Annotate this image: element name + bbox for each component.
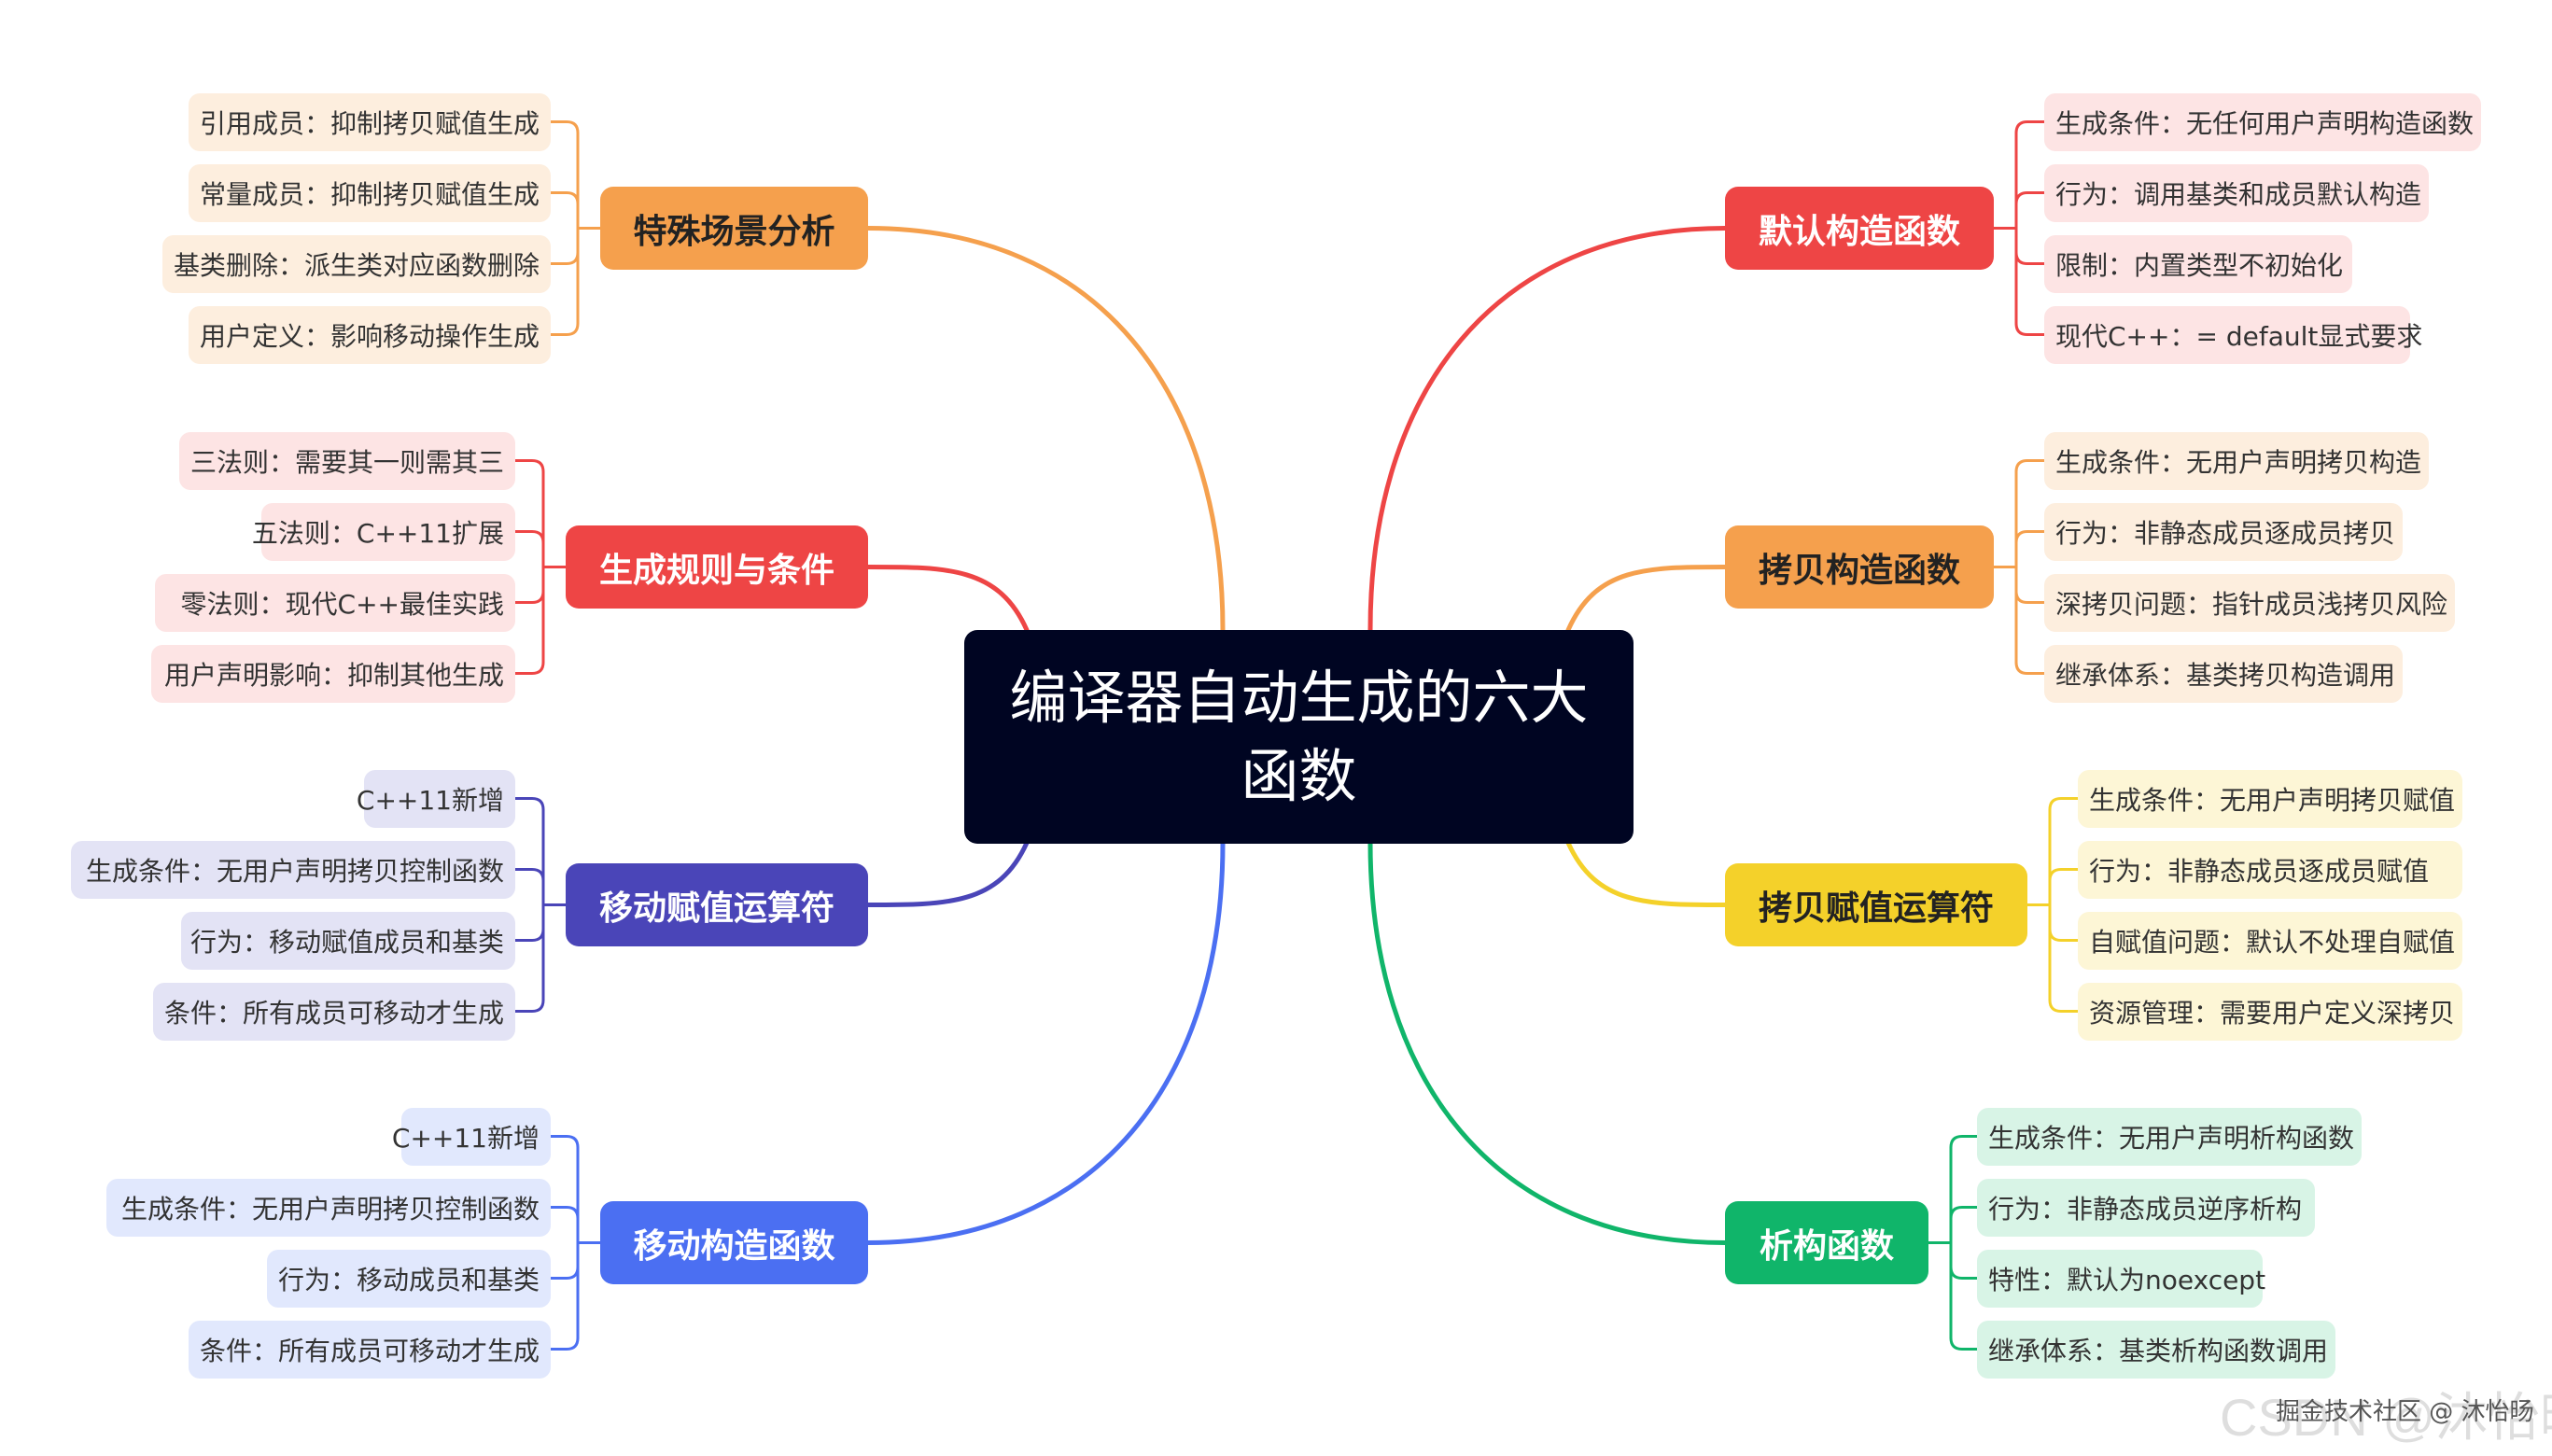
branch-b4[interactable]: 特殊场景分析 (600, 187, 868, 270)
leaf-link-b4-3 (549, 322, 580, 336)
leaf-b6-0[interactable]: C++11新增 (357, 769, 515, 828)
curve-b5 (865, 565, 1030, 633)
leaf-b7-3[interactable]: 条件：所有成员可移动才生成 (189, 1320, 551, 1379)
leaf-link-b0-1 (2014, 191, 2046, 205)
leaf-link-b2-2 (2048, 928, 2080, 942)
leaf-b6-1[interactable]: 生成条件：无用户声明拷贝控制函数 (71, 840, 515, 899)
leaf-link-b2-1 (2048, 868, 2080, 882)
leaf-b1-2[interactable]: 深拷贝问题：指针成员浅拷贝风险 (2044, 573, 2455, 632)
branch-b5[interactable]: 生成规则与条件 (566, 525, 868, 609)
leaf-link-b1-1 (2014, 530, 2046, 544)
leaf-link-b4-1 (549, 191, 580, 205)
leaf-b1-1[interactable]: 行为：非静态成员逐成员拷贝 (2044, 502, 2403, 561)
leaf-link-b3-0 (1949, 1135, 1979, 1149)
root-node[interactable]: 编译器自动生成的六大 函数 (964, 630, 1634, 844)
branch-b2[interactable]: 拷贝赋值运算符 (1725, 863, 2027, 946)
leaf-b7-2[interactable]: 行为：移动成员和基类 (267, 1249, 551, 1308)
leaf-b5-2[interactable]: 零法则：现代C++最佳实践 (155, 573, 515, 632)
root-title-line2: 函数 (1241, 741, 1357, 810)
leaf-b4-2[interactable]: 基类删除：派生类对应函数删除 (162, 234, 551, 293)
branch-b6[interactable]: 移动赋值运算符 (566, 863, 868, 946)
leaf-link-b6-2 (513, 928, 545, 942)
leaf-b2-1[interactable]: 行为：非静态成员逐成员赋值 (2078, 840, 2462, 899)
leaf-link-b4-2 (549, 251, 580, 265)
leaf-b3-2[interactable]: 特性：默认为noexcept (1977, 1249, 2265, 1308)
leaf-link-b0-2 (2014, 251, 2046, 265)
leaf-b5-0[interactable]: 三法则：需要其一则需其三 (179, 431, 515, 490)
branch-b0[interactable]: 默认构造函数 (1725, 187, 1994, 270)
leaf-link-b2-0 (2048, 797, 2080, 811)
leaf-link-b5-0 (513, 459, 545, 473)
leaf-link-b1-2 (2014, 590, 2046, 604)
leaf-b3-3[interactable]: 继承体系：基类析构函数调用 (1977, 1320, 2335, 1379)
leaf-link-b3-3 (1949, 1337, 1979, 1351)
leaf-link-b1-0 (2014, 459, 2046, 473)
leaf-link-b0-3 (2014, 322, 2046, 336)
leaf-b6-3[interactable]: 条件：所有成员可移动才生成 (153, 982, 515, 1041)
leaf-b4-3[interactable]: 用户定义：影响移动操作生成 (189, 305, 551, 364)
leaf-b4-0[interactable]: 引用成员：抑制拷贝赋值生成 (189, 92, 551, 151)
leaf-b2-3[interactable]: 资源管理：需要用户定义深拷贝 (2078, 982, 2462, 1041)
leaf-b3-0[interactable]: 生成条件：无用户声明析构函数 (1977, 1107, 2362, 1166)
leaf-b5-3[interactable]: 用户声明影响：抑制其他生成 (151, 644, 515, 703)
leaf-b0-3[interactable]: 现代C++：= default显式要求 (2044, 305, 2422, 364)
leaf-b1-3[interactable]: 继承体系：基类拷贝构造调用 (2044, 644, 2403, 703)
curve-b7 (865, 840, 1226, 1245)
root-title-line1: 编译器自动生成的六大 (1009, 663, 1589, 732)
leaf-b7-0[interactable]: C++11新增 (392, 1107, 551, 1166)
branch-b1[interactable]: 拷贝构造函数 (1725, 525, 1994, 609)
leaf-link-b5-3 (513, 661, 545, 675)
leaf-link-b1-3 (2014, 661, 2046, 675)
leaf-b2-2[interactable]: 自赋值问题：默认不处理自赋值 (2078, 911, 2462, 970)
leaf-b6-2[interactable]: 行为：移动赋值成员和基类 (181, 911, 515, 970)
leaf-link-b3-2 (1949, 1266, 1979, 1280)
branch-b7[interactable]: 移动构造函数 (600, 1201, 868, 1284)
leaf-link-b7-0 (549, 1135, 580, 1149)
leaf-link-b6-1 (513, 868, 545, 882)
leaf-link-b0-0 (2014, 120, 2046, 134)
curve-b4 (865, 226, 1226, 633)
leaf-link-b6-0 (513, 797, 545, 811)
curve-b6 (865, 840, 1030, 907)
leaf-link-b7-2 (549, 1266, 580, 1280)
branch-b3[interactable]: 析构函数 (1725, 1201, 1928, 1284)
leaf-b2-0[interactable]: 生成条件：无用户声明拷贝赋值 (2078, 769, 2462, 828)
curve-b1 (1565, 565, 1728, 633)
curve-b2 (1565, 840, 1728, 907)
leaf-b4-1[interactable]: 常量成员：抑制拷贝赋值生成 (189, 163, 551, 222)
leaf-b7-1[interactable]: 生成条件：无用户声明拷贝控制函数 (106, 1178, 551, 1237)
leaf-b0-2[interactable]: 限制：内置类型不初始化 (2044, 234, 2352, 293)
leaf-b3-1[interactable]: 行为：非静态成员逆序析构 (1977, 1178, 2315, 1237)
curve-b3 (1367, 840, 1728, 1245)
watermark: 掘金技术社区 @ 沐怡旸 (2276, 1398, 2534, 1426)
leaf-link-b5-2 (513, 590, 545, 604)
leaf-b0-0[interactable]: 生成条件：无任何用户声明构造函数 (2044, 92, 2481, 151)
leaf-link-b7-1 (549, 1206, 580, 1220)
leaf-b5-1[interactable]: 五法则：C++11扩展 (252, 502, 515, 561)
leaf-link-b5-1 (513, 530, 545, 544)
leaf-link-b3-1 (1949, 1206, 1979, 1220)
watermark-background: CSDN @沐怡旸 (2220, 1388, 2552, 1447)
leaf-b0-1[interactable]: 行为：调用基类和成员默认构造 (2044, 163, 2429, 222)
leaf-link-b7-3 (549, 1337, 580, 1351)
leaf-b1-0[interactable]: 生成条件：无用户声明拷贝构造 (2044, 431, 2429, 490)
leaf-link-b6-3 (513, 999, 545, 1013)
curve-b0 (1367, 226, 1728, 633)
leaf-link-b2-3 (2048, 999, 2080, 1013)
leaf-link-b4-0 (549, 120, 580, 134)
